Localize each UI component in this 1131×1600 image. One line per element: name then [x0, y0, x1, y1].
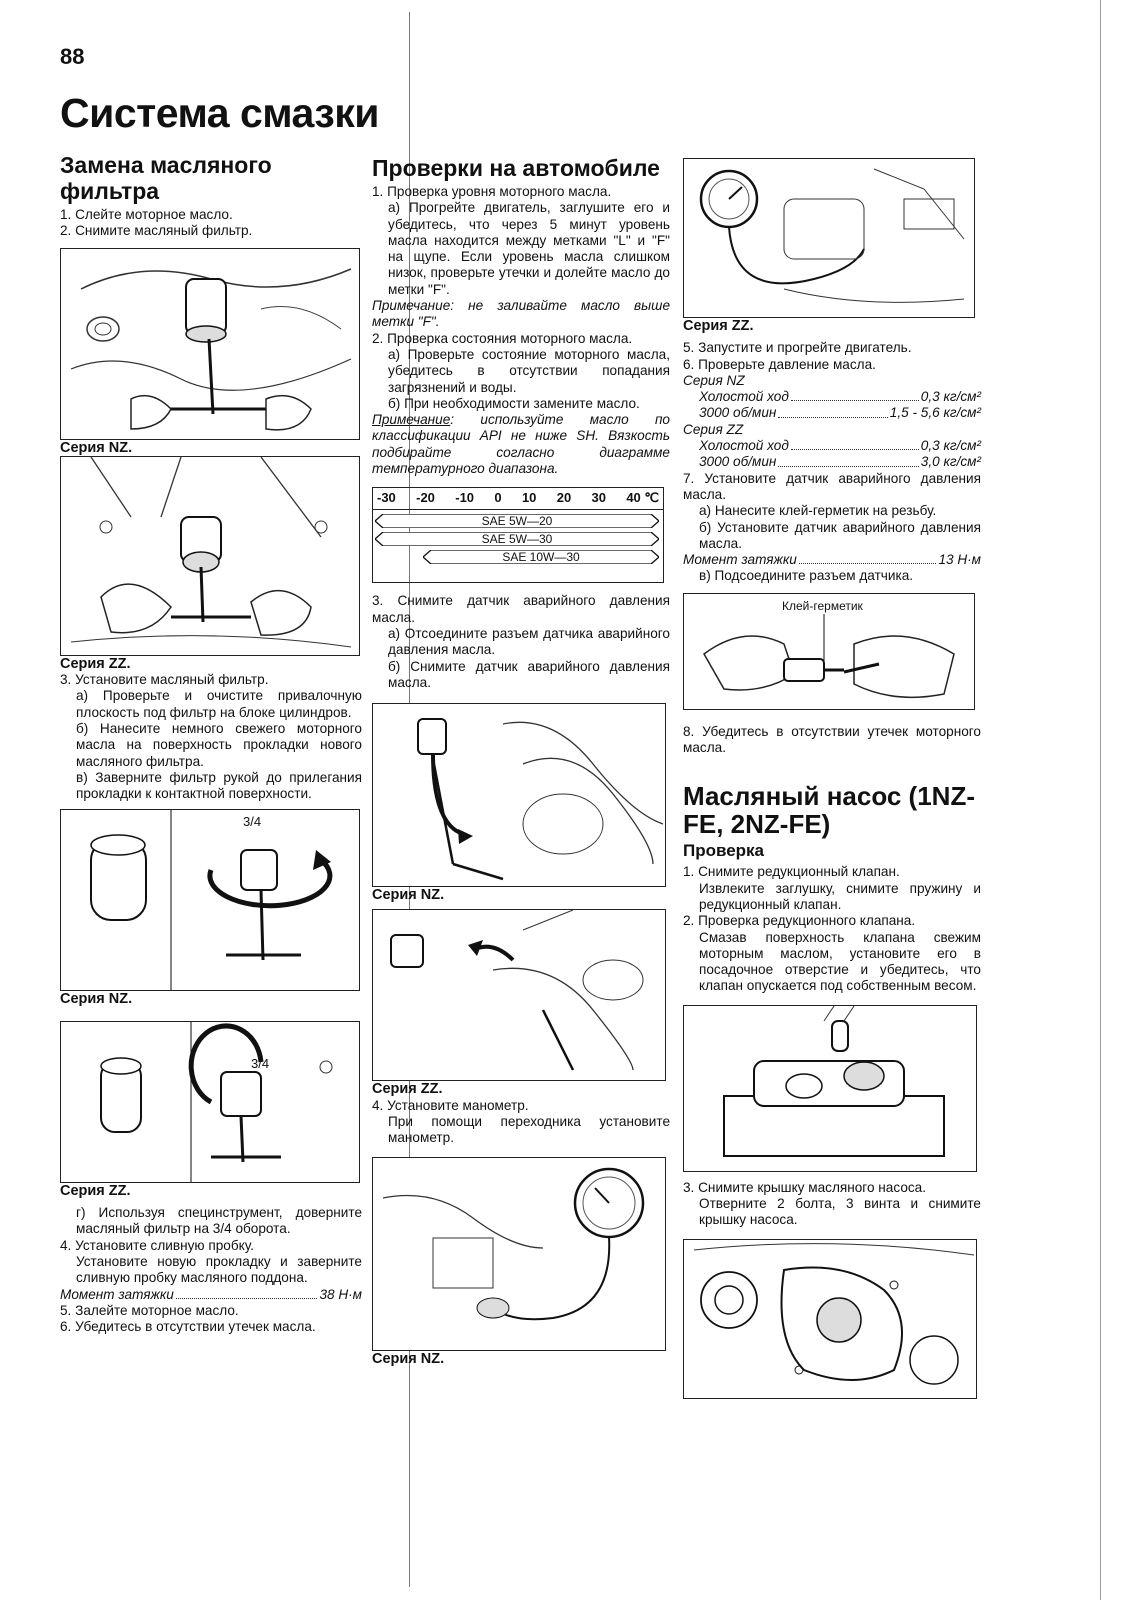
step-text: 7. Установите датчик аварийного давления…	[683, 470, 981, 502]
step-text: 3. Снимите датчик аварийного давления ма…	[372, 593, 670, 625]
figure-caption: Серия NZ.	[60, 990, 133, 1007]
note-text: Примечание: не заливайте масло выше метк…	[372, 298, 670, 330]
step-text: г) Используя специнструмент, доверните м…	[76, 1205, 362, 1237]
column-2: Проверки на автомобиле 1. Проверка уровн…	[372, 155, 670, 1367]
step-text: 6. Проверьте давление масла.	[683, 356, 876, 372]
temp-tick: -20	[416, 490, 435, 506]
figure-caption: Серия ZZ.	[60, 1182, 131, 1199]
section-heading-filter: Замена масляного фильтра	[60, 152, 272, 204]
figure-caption: Серия ZZ.	[60, 655, 131, 672]
rotation-label: 3/4	[243, 813, 262, 829]
step-text: 2. Проверка состояния моторного масла.	[372, 330, 633, 346]
step-text: 1. Проверка уровня моторного масла.	[372, 184, 612, 199]
figure-filter-removal-zz	[60, 455, 360, 656]
step-text: а) Прогрейте двигатель, заглушите его и …	[388, 200, 670, 297]
series-label: Серия ZZ	[683, 421, 744, 437]
figure-caption: Серия NZ.	[60, 439, 133, 456]
step-text: 6. Убедитесь в отсутствии утечек масла.	[60, 1319, 316, 1335]
oil-viscosity-chart: -30 -20 -10 0 10 20 30 40 ℃ SAE 5W—20 SA…	[372, 487, 664, 584]
step-text: в) Подсоедините разъем датчика.	[699, 568, 914, 584]
temp-tick: -10	[455, 490, 475, 506]
step-text: 1. Снимите редукционный клапан.	[683, 864, 900, 880]
step-text: 4. Установите сливную пробку.	[60, 1237, 254, 1253]
step-text: в) Заверните фильтр рукой до прилегания …	[76, 769, 362, 802]
figure-sensor-nz	[372, 703, 666, 888]
step-text: Смазав поверхность клапана свежим моторн…	[699, 929, 981, 994]
figure-caption: Серия ZZ.	[372, 1081, 443, 1098]
figure-gauge-zz	[683, 158, 975, 318]
subsection-heading: Проверка	[683, 841, 765, 861]
figure-pump-cover	[683, 1238, 977, 1399]
temp-tick: 40 ℃	[626, 490, 659, 506]
step-text: б) Установите датчик аварийного давления…	[699, 519, 981, 551]
temp-tick: 20	[556, 490, 572, 506]
page-title: Система смазки	[60, 90, 379, 136]
figure-relief-valve	[683, 1004, 977, 1172]
step-text: а) Проверьте состояние моторного масла, …	[388, 346, 670, 395]
note-label: Примечание	[372, 412, 451, 428]
temp-tick: -30	[377, 490, 396, 506]
step-text: Отверните 2 болта, 3 винта и снимите кры…	[699, 1196, 981, 1228]
step-text: б) При необходимости замените масло.	[388, 395, 640, 411]
note-text: : используйте масло по классификации API…	[372, 412, 670, 477]
temp-tick: 10	[521, 490, 537, 506]
series-label: Серия NZ	[683, 372, 745, 388]
figure-filter-install-nz: 3/4	[60, 808, 360, 991]
temperature-scale: -30 -20 -10 0 10 20 30 40 ℃	[373, 488, 663, 510]
rotation-label: 3/4	[251, 1055, 270, 1071]
viscosity-band: SAE 10W—30	[423, 550, 659, 565]
column-1: Замена масляного фильтра 1. Слейте мотор…	[60, 152, 362, 1336]
temp-tick: 30	[591, 490, 606, 506]
page-edge	[1100, 0, 1101, 1600]
figure-sealant: Клей-герметик	[683, 592, 975, 710]
step-text: 8. Убедитесь в отсутствии утечек моторно…	[683, 723, 981, 756]
step-text: При помощи переходника установите маноме…	[388, 1114, 670, 1146]
step-text: 2. Снимите масляный фильтр.	[60, 223, 253, 239]
step-text: 2. Проверка редукционного клапана.	[683, 913, 916, 929]
figure-caption: Серия NZ.	[372, 1350, 445, 1367]
step-text: б) Нанесите немного свежего моторного ма…	[76, 721, 362, 769]
step-text: Извлеките заглушку, снимите пружину и ре…	[699, 880, 981, 912]
section-heading-checks: Проверки на автомобиле	[372, 155, 660, 181]
temp-tick: 0	[494, 490, 502, 506]
section-heading-pump: Масляный насос (1NZ-FE, 2NZ-FE)	[683, 781, 975, 840]
figure-filter-removal-nz	[60, 247, 360, 440]
viscosity-band: SAE 5W—20	[375, 514, 659, 529]
step-text: 3. Установите масляный фильтр.	[60, 672, 269, 688]
figure-caption: Серия ZZ.	[683, 318, 754, 334]
step-text: 5. Залейте моторное масло.	[60, 1302, 239, 1318]
page-number: 88	[60, 44, 85, 69]
step-text: а) Отсоедините разъем датчика аварийного…	[388, 625, 670, 658]
step-text: Установите новую прокладку и заверните с…	[76, 1254, 362, 1286]
step-text: 4. Установите манометр.	[372, 1097, 529, 1113]
step-text: 5. Запустите и прогрейте двигатель.	[683, 340, 912, 356]
sealant-label: Клей-герметик	[782, 598, 863, 613]
step-text: а) Проверьте и очистите привалочную плос…	[76, 688, 362, 720]
figure-sensor-zz	[372, 909, 666, 1082]
figure-filter-install-zz: 3/4	[60, 1020, 360, 1183]
column-3: Серия ZZ. 5. Запустите и прогрейте двига…	[683, 158, 981, 1399]
viscosity-band: SAE 5W—30	[375, 532, 659, 547]
step-text: а) Нанесите клей-герметик на резьбу.	[699, 503, 937, 519]
figure-gauge-nz	[372, 1156, 666, 1351]
step-text: 1. Слейте моторное масло.	[60, 207, 233, 222]
step-text: 3. Снимите крышку масляного насоса.	[683, 1179, 927, 1195]
step-text: б) Снимите датчик аварийного давления ма…	[388, 658, 670, 690]
figure-caption: Серия NZ.	[372, 887, 445, 904]
